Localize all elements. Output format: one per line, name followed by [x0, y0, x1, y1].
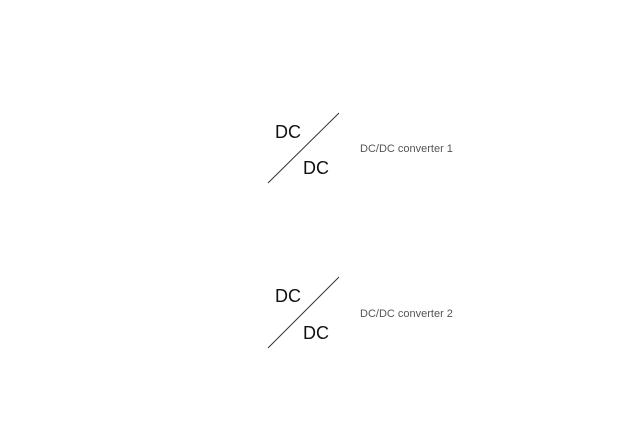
converter-bottom-label: DC — [303, 158, 329, 178]
converter-diagonal-line — [267, 276, 340, 349]
converter-caption: DC/DC converter 1 — [360, 143, 453, 155]
converter-top-label: DC — [275, 286, 301, 306]
dc-dc-converter-symbol-2: DC DC DC/DC converter 2 — [267, 276, 453, 349]
converter-top-label: DC — [275, 122, 301, 142]
converter-bottom-label: DC — [303, 323, 329, 343]
converter-caption: DC/DC converter 2 — [360, 308, 453, 320]
converter-diagonal-line — [267, 112, 340, 184]
dc-dc-converter-symbol-1: DC DC DC/DC converter 1 — [267, 112, 453, 184]
